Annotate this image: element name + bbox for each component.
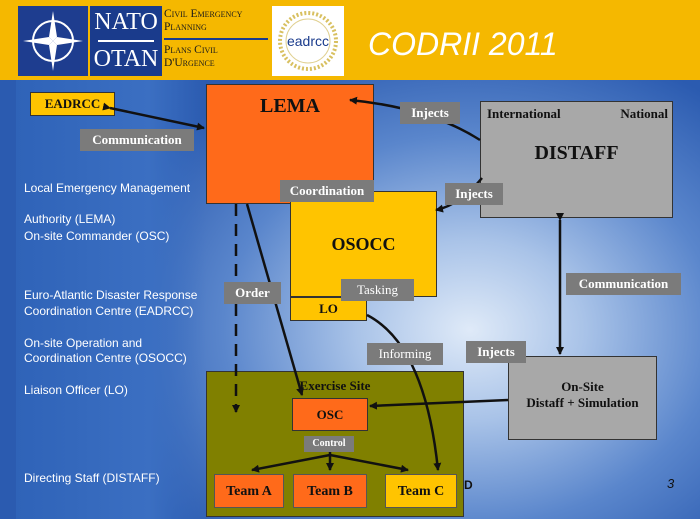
team-b-box: Team B [293,474,367,508]
osocc-label: OSOCC [331,234,396,254]
pcu-line-1: Plans Civil [164,44,218,56]
otan-text: OTAN [93,46,159,72]
arrow-osc-teama [251,453,331,473]
legend-lo: Liaison Officer (LO) [24,383,128,397]
legend-eadrcc-2: Coordination Centre (EADRCC) [24,304,194,318]
nato-emblem [18,6,88,76]
control-label: Control [304,436,354,452]
onsite-line-2: Distaff + Simulation [526,395,639,410]
cep-divider [164,38,268,40]
page-title: CODRII 2011 [368,26,558,62]
footer-fragment: D [464,478,473,492]
legend-osc: On-site Commander (OSC) [24,229,170,243]
cep-block: Civil Emergency Planning Plans Civil D'U… [164,8,268,70]
order-label: Order [224,282,281,304]
distaff-international: International [487,106,561,121]
team-a-box: Team A [214,474,284,508]
eadrcc-logo-text: eadrcc [286,33,330,49]
arrow-lo-teamc [366,313,442,471]
distaff-national: National [620,106,668,121]
eadrcc-seal-icon [278,11,338,71]
nato-text: NATO [94,9,158,35]
injects-label-bottom: Injects [466,341,526,363]
exercise-site-label: Exercise Site [299,378,371,393]
cep-line-1: Civil Emergency [164,8,243,20]
tasking-label: Tasking [341,279,414,301]
legend-osocc-1: On-site Operation and [24,336,143,350]
distaff-box: International National DISTAFF [480,101,673,218]
team-c-box: Team C [385,474,457,508]
legend-distaff: Directing Staff (DISTAFF) [24,471,160,485]
coordination-label: Coordination [280,180,374,202]
compass-star-icon [23,11,83,71]
page-number: 3 [667,476,675,491]
legend-eadrcc-1: Euro-Atlantic Disaster Response [24,288,198,302]
legend-lema-2: Authority (LEMA) [24,212,116,226]
arrow-eadrcc-lema [102,102,205,131]
eadrcc-logo: eadrcc [272,6,344,76]
arrow-onsite-osc [369,398,509,410]
legend-panel [16,80,206,519]
osc-box: OSC [292,398,368,431]
informing-label: Informing [367,343,443,365]
arrow-osc-teamc [329,453,409,473]
lo-box: LO [290,297,367,321]
onsite-line-1: On-Site [561,379,604,394]
onsite-distaff-box: On-Site Distaff + Simulation [508,356,657,440]
header-bar: NATO OTAN Civil Emergency Planning Plans… [0,0,700,80]
legend-osocc-2: Coordination Centre (OSOCC) [24,351,187,365]
injects-label-mid: Injects [445,183,503,205]
pcu-line-2: D'Urgence [164,57,215,69]
distaff-label: DISTAFF [534,142,619,164]
logo-divider [98,40,154,42]
communication-label-right: Communication [566,273,681,295]
lema-label: LEMA [260,95,320,117]
injects-label-top: Injects [400,102,460,124]
legend-lema-1: Local Emergency Management [24,181,191,195]
nato-otan-logo: NATO OTAN [90,6,162,76]
cep-line-2: Planning [164,21,207,33]
communication-label-top: Communication [80,129,194,151]
